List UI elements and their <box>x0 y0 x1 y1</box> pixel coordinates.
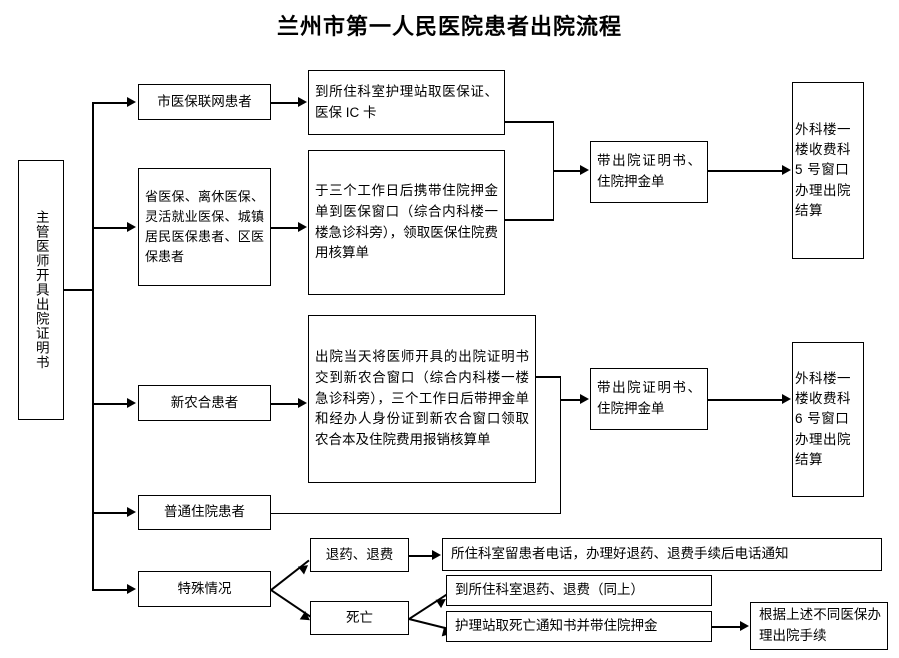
connector-spine-to-branch4 <box>92 512 131 514</box>
node-start: 主管医师开具出院证明书 <box>18 160 64 420</box>
arrow-window6 <box>782 394 791 404</box>
node-window-6: 外科楼一楼收费科 6 号窗口办理出院结算 <box>792 342 864 497</box>
node-refund-detail: 所住科室留患者电话，办理好退药、退费手续后电话通知 <box>442 538 882 571</box>
node-special-death-label: 死亡 <box>346 609 373 625</box>
node-special-death: 死亡 <box>310 601 409 635</box>
connector-spine-to-branch5 <box>92 589 131 591</box>
node-death-detail-2: 护理站取死亡通知书并带住院押金 <box>446 611 712 642</box>
node-branch-rural-coop: 新农合患者 <box>138 385 271 421</box>
node-branch-special: 特殊情况 <box>138 571 271 607</box>
connector-carry-mid-to-window6 <box>708 399 786 401</box>
node-window-6-label: 外科楼一楼收费科 6 号窗口办理出院结算 <box>795 370 851 467</box>
node-final-settlement-label: 根据上述不同医保办理出院手续 <box>759 607 881 643</box>
node-branch-city-insurance-label: 市医保联网患者 <box>157 93 252 109</box>
node-step-provincial-insurance-label: 于三个工作日后携带住院押金单到医保窗口（综合内科楼一楼急诊科旁），领取医保住院费… <box>315 182 498 261</box>
node-refund-detail-label: 所住科室留患者电话，办理好退药、退费手续后电话通知 <box>451 546 789 562</box>
connector-refund-to-detail <box>409 555 437 557</box>
connector-merge-to-carry-top <box>552 170 585 172</box>
node-special-refund: 退药、退费 <box>310 538 409 572</box>
connector-merge-vertical-mid <box>559 376 561 514</box>
node-step-city-insurance: 到所住科室护理站取医保证、医保 IC 卡 <box>308 70 505 135</box>
connector-step2-merge <box>505 219 554 221</box>
arrow-branch2 <box>127 222 136 232</box>
node-branch-provincial-insurance: 省医保、离休医保、灵活就业医保、城镇居民医保患者、区医保患者 <box>138 168 271 286</box>
node-branch-ordinary-label: 普通住院患者 <box>164 504 245 520</box>
node-death-detail-1: 到所住科室退药、退费（同上） <box>446 575 712 606</box>
connector-step1-merge <box>505 121 554 123</box>
node-step-city-insurance-label: 到所住科室护理站取医保证、医保 IC 卡 <box>315 83 498 120</box>
connector-merge-to-carry-mid <box>559 399 585 401</box>
connector-carry-top-to-window5 <box>708 170 786 172</box>
arrow-carry-mid <box>580 394 589 404</box>
connector-start-stub <box>64 289 92 291</box>
arrow-refund-detail <box>432 550 441 560</box>
arrow-step2 <box>298 222 307 232</box>
node-branch-provincial-insurance-label: 省医保、离休医保、灵活就业医保、城镇居民医保患者、区医保患者 <box>145 188 264 265</box>
connector-detail2-to-final <box>712 626 744 628</box>
arrow-branch3 <box>127 398 136 408</box>
arrow-branch1 <box>127 97 136 107</box>
node-death-detail-1-label: 到所住科室退药、退费（同上） <box>455 582 644 598</box>
connector-branch1-to-step1 <box>271 102 303 104</box>
node-branch-rural-coop-label: 新农合患者 <box>170 394 239 410</box>
node-window-5-label: 外科楼一楼收费科 5 号窗口办理出院结算 <box>795 121 851 218</box>
connector-spine-to-branch1 <box>92 102 131 104</box>
connector-spine-to-branch3 <box>92 403 131 405</box>
arrow-final-settlement <box>740 621 749 631</box>
connector-ordinary-to-merge <box>271 512 561 514</box>
node-start-label: 主管医师开具出院证明书 <box>33 210 49 370</box>
node-step-rural-coop-label: 出院当天将医师开具的出院证明书交到新农合窗口（综合内科楼一楼急诊科旁），三个工作… <box>315 348 529 448</box>
arrow-carry-top <box>580 165 589 175</box>
arrow-step1 <box>298 97 307 107</box>
node-death-detail-2-label: 护理站取死亡通知书并带住院押金 <box>455 618 658 634</box>
connector-step3-merge <box>536 376 561 378</box>
connector-branch2-to-step2 <box>271 227 303 229</box>
node-carry-docs-top: 带出院证明书、住院押金单 <box>590 141 708 203</box>
node-special-refund-label: 退药、退费 <box>325 546 394 562</box>
node-branch-city-insurance: 市医保联网患者 <box>138 84 271 120</box>
node-carry-docs-top-label: 带出院证明书、住院押金单 <box>597 153 701 189</box>
connector-branch3-to-step3 <box>271 403 303 405</box>
node-final-settlement: 根据上述不同医保办理出院手续 <box>750 602 888 650</box>
node-branch-special-label: 特殊情况 <box>177 580 232 596</box>
arrow-branch4 <box>127 507 136 517</box>
connector-spine-to-branch2 <box>92 227 131 229</box>
connector-spine <box>92 102 94 590</box>
arrow-step3 <box>298 398 307 408</box>
node-window-5: 外科楼一楼收费科 5 号窗口办理出院结算 <box>792 82 864 259</box>
node-step-provincial-insurance: 于三个工作日后携带住院押金单到医保窗口（综合内科楼一楼急诊科旁），领取医保住院费… <box>308 150 505 295</box>
arrow-window5 <box>782 165 791 175</box>
page-title: 兰州市第一人民医院患者出院流程 <box>276 14 622 39</box>
node-carry-docs-mid-label: 带出院证明书、住院押金单 <box>597 380 701 416</box>
node-branch-ordinary: 普通住院患者 <box>138 495 271 530</box>
node-carry-docs-mid: 带出院证明书、住院押金单 <box>590 368 708 430</box>
node-step-rural-coop: 出院当天将医师开具的出院证明书交到新农合窗口（综合内科楼一楼急诊科旁），三个工作… <box>308 315 536 483</box>
arrow-branch5 <box>127 584 136 594</box>
